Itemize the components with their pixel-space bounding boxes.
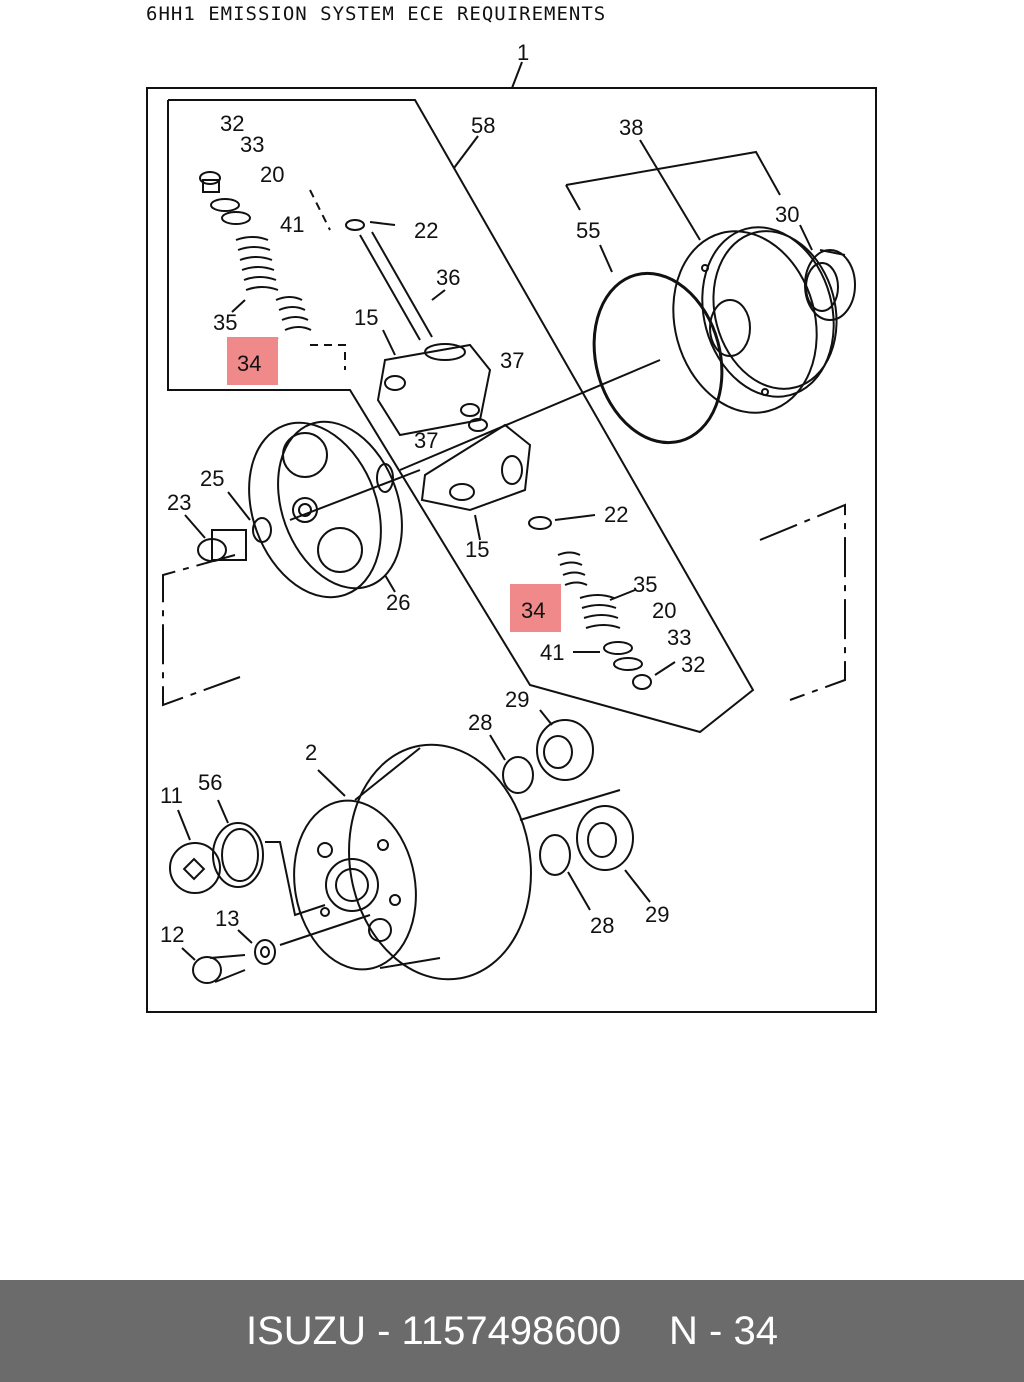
callout-34-lower: 34 bbox=[521, 598, 545, 623]
callout-58: 58 bbox=[471, 113, 495, 138]
valve-body-15-lower bbox=[420, 423, 532, 541]
callout-20-upper: 20 bbox=[260, 162, 284, 187]
callout-35-upper: 35 bbox=[213, 310, 237, 335]
callout-32-upper: 32 bbox=[220, 111, 244, 136]
callout-28-lower: 28 bbox=[590, 913, 614, 938]
assembly-frame bbox=[146, 87, 877, 1013]
part-info-footer: ISUZU - 1157498600 N - 34 bbox=[0, 1280, 1024, 1382]
valve-inset-outline bbox=[167, 99, 755, 734]
seal-30 bbox=[804, 249, 856, 321]
bolt-12 bbox=[181, 929, 276, 984]
callout-37-lower: 37 bbox=[414, 428, 438, 453]
callout-34-upper: 34 bbox=[237, 351, 261, 376]
footer-separator: - bbox=[366, 1308, 402, 1353]
callout-29-lower: 29 bbox=[645, 902, 669, 927]
bushing-28-29-upper bbox=[489, 709, 594, 794]
callout-56: 56 bbox=[198, 770, 222, 795]
pin-36 bbox=[345, 219, 446, 341]
part-number: 1157498600 bbox=[401, 1308, 622, 1353]
plug-11 bbox=[169, 799, 326, 917]
callout-20-lower: 20 bbox=[652, 598, 676, 623]
pump-cover-38 bbox=[672, 226, 838, 414]
exploded-parts-diagram: 1 58 38 30 55 32 33 20 41 22 36 35 15 34… bbox=[146, 40, 877, 1013]
brand-name: ISUZU bbox=[246, 1308, 366, 1353]
ref-prefix: N - bbox=[669, 1308, 734, 1353]
callout-11: 11 bbox=[160, 783, 183, 808]
callout-2: 2 bbox=[305, 740, 317, 765]
callout-33-upper: 33 bbox=[240, 132, 264, 157]
rotor-plate-26 bbox=[248, 420, 403, 599]
callout-41-lower: 41 bbox=[540, 640, 564, 665]
callout-12: 12 bbox=[160, 922, 184, 947]
highlight-34-lower bbox=[510, 584, 561, 632]
highlight-34-upper bbox=[227, 337, 278, 385]
pump-housing-2 bbox=[279, 743, 621, 981]
callout-15-upper: 15 bbox=[354, 305, 378, 330]
page-title: 6HH1 EMISSION SYSTEM ECE REQUIREMENTS bbox=[146, 3, 607, 25]
callout-30: 30 bbox=[775, 202, 799, 227]
callout-23: 23 bbox=[167, 490, 191, 515]
bushing-28-29-lower bbox=[539, 805, 651, 911]
callout-22-upper: 22 bbox=[414, 218, 438, 243]
callout-15-lower: 15 bbox=[465, 537, 489, 562]
callout-35-lower: 35 bbox=[633, 572, 657, 597]
o-ring-55 bbox=[592, 271, 724, 445]
valve-stack-lower bbox=[528, 514, 676, 690]
callout-28-upper: 28 bbox=[468, 710, 492, 735]
callout-1: 1 bbox=[517, 40, 529, 65]
callout-22-lower: 22 bbox=[604, 502, 628, 527]
callout-37-upper: 37 bbox=[500, 348, 524, 373]
callout-41-upper: 41 bbox=[280, 212, 304, 237]
callout-33-lower: 33 bbox=[667, 625, 691, 650]
callout-25: 25 bbox=[200, 466, 224, 491]
ref-number: 34 bbox=[733, 1308, 778, 1353]
callout-36: 36 bbox=[436, 265, 460, 290]
callout-29-upper: 29 bbox=[505, 687, 529, 712]
callout-32-lower: 32 bbox=[681, 652, 705, 677]
bolt-23 bbox=[184, 514, 247, 562]
callout-13: 13 bbox=[215, 906, 239, 931]
callout-26: 26 bbox=[386, 590, 410, 615]
callout-55: 55 bbox=[576, 218, 600, 243]
callout-38: 38 bbox=[619, 115, 643, 140]
